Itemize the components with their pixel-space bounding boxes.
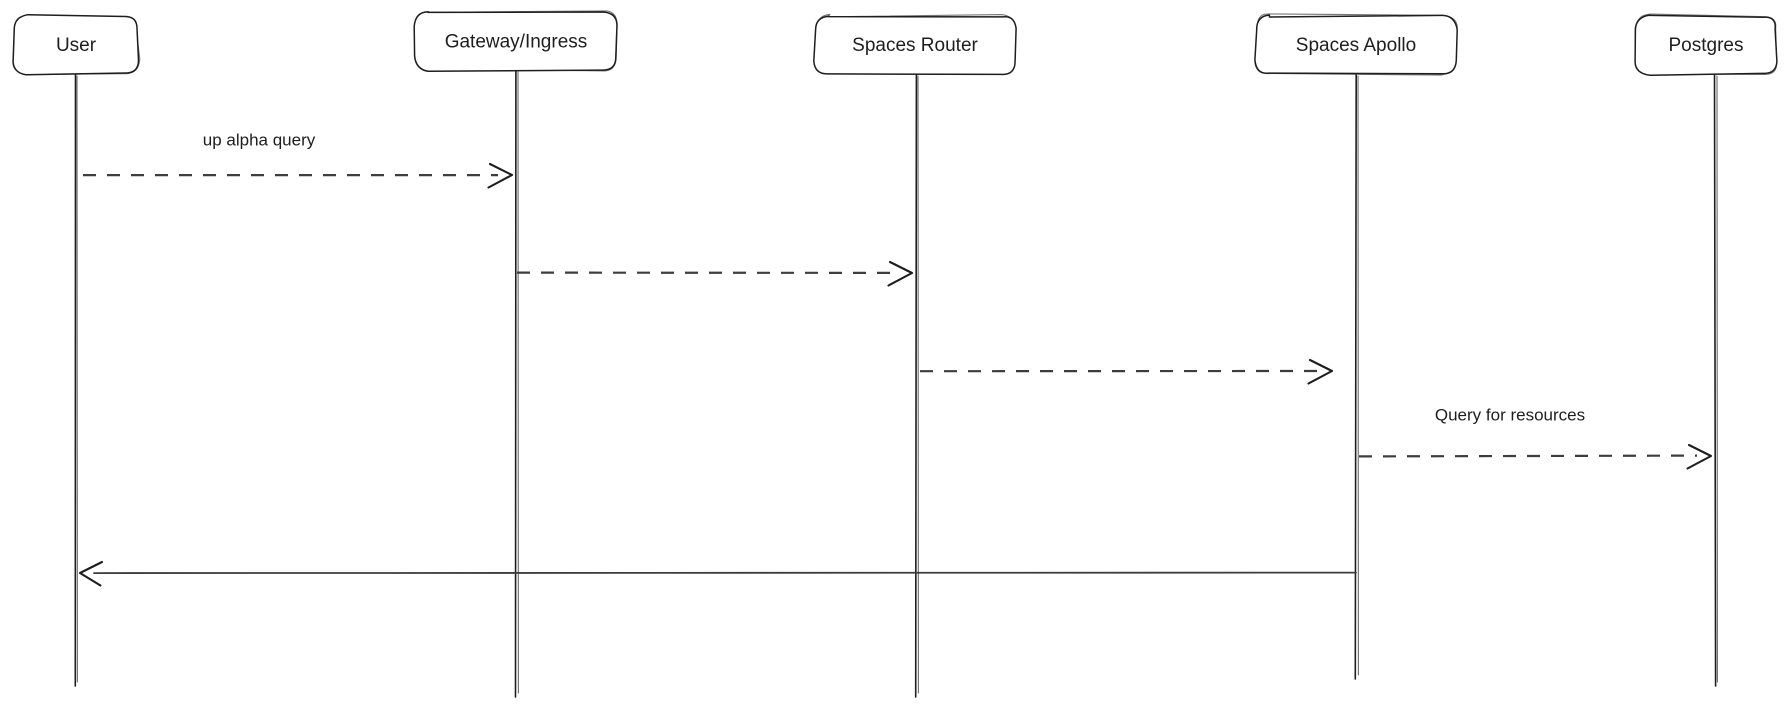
- actor-label-postgres: Postgres: [1669, 35, 1744, 56]
- message-arrowhead-msg-up-alpha-query: [487, 162, 514, 189]
- actor-box-outline-user: [12, 13, 140, 76]
- actor-postgres[interactable]: Postgres: [1634, 13, 1778, 687]
- actor-box-outline-spaces-apollo: [1254, 14, 1458, 75]
- message-msg-query-for-resources[interactable]: Query for resources: [1358, 405, 1713, 470]
- message-arrowhead-msg-router-to-apollo: [1307, 358, 1334, 385]
- actor-spaces-router[interactable]: Spaces Router: [813, 13, 1017, 698]
- actor-label-gateway: Gateway/Ingress: [445, 32, 588, 53]
- message-msg-router-to-apollo[interactable]: [919, 358, 1334, 385]
- message-arrowhead-msg-return-to-user: [78, 560, 104, 587]
- actor-label-spaces-router: Spaces Router: [852, 35, 978, 56]
- actor-label-spaces-apollo: Spaces Apollo: [1296, 35, 1416, 56]
- lifeline-spaces-router: [914, 73, 918, 698]
- lifeline-postgres: [1713, 73, 1717, 687]
- actor-label-user: User: [56, 35, 97, 56]
- lifeline-spaces-apollo: [1354, 73, 1357, 680]
- message-label-msg-query-for-resources: Query for resources: [1435, 405, 1585, 424]
- message-msg-gateway-to-router[interactable]: [516, 260, 914, 287]
- actor-spaces-apollo[interactable]: Spaces Apollo: [1254, 13, 1458, 680]
- actor-box-outline-postgres: [1634, 14, 1778, 77]
- message-arrowhead-msg-query-for-resources: [1686, 443, 1713, 470]
- message-msg-up-alpha-query[interactable]: up alpha query: [83, 130, 514, 189]
- actor-user[interactable]: User: [12, 13, 141, 687]
- actor-box-outline-spaces-router: [813, 15, 1017, 76]
- message-arrowhead-msg-gateway-to-router: [887, 260, 914, 287]
- actor-box-outline-gateway: [413, 11, 618, 73]
- message-line-msg-query-for-resources: [1358, 454, 1698, 458]
- message-label-msg-up-alpha-query: up alpha query: [203, 130, 316, 149]
- message-line-msg-return-to-user: [93, 571, 1357, 574]
- message-msg-return-to-user[interactable]: [78, 560, 1357, 587]
- actor-gateway[interactable]: Gateway/Ingress: [413, 10, 618, 698]
